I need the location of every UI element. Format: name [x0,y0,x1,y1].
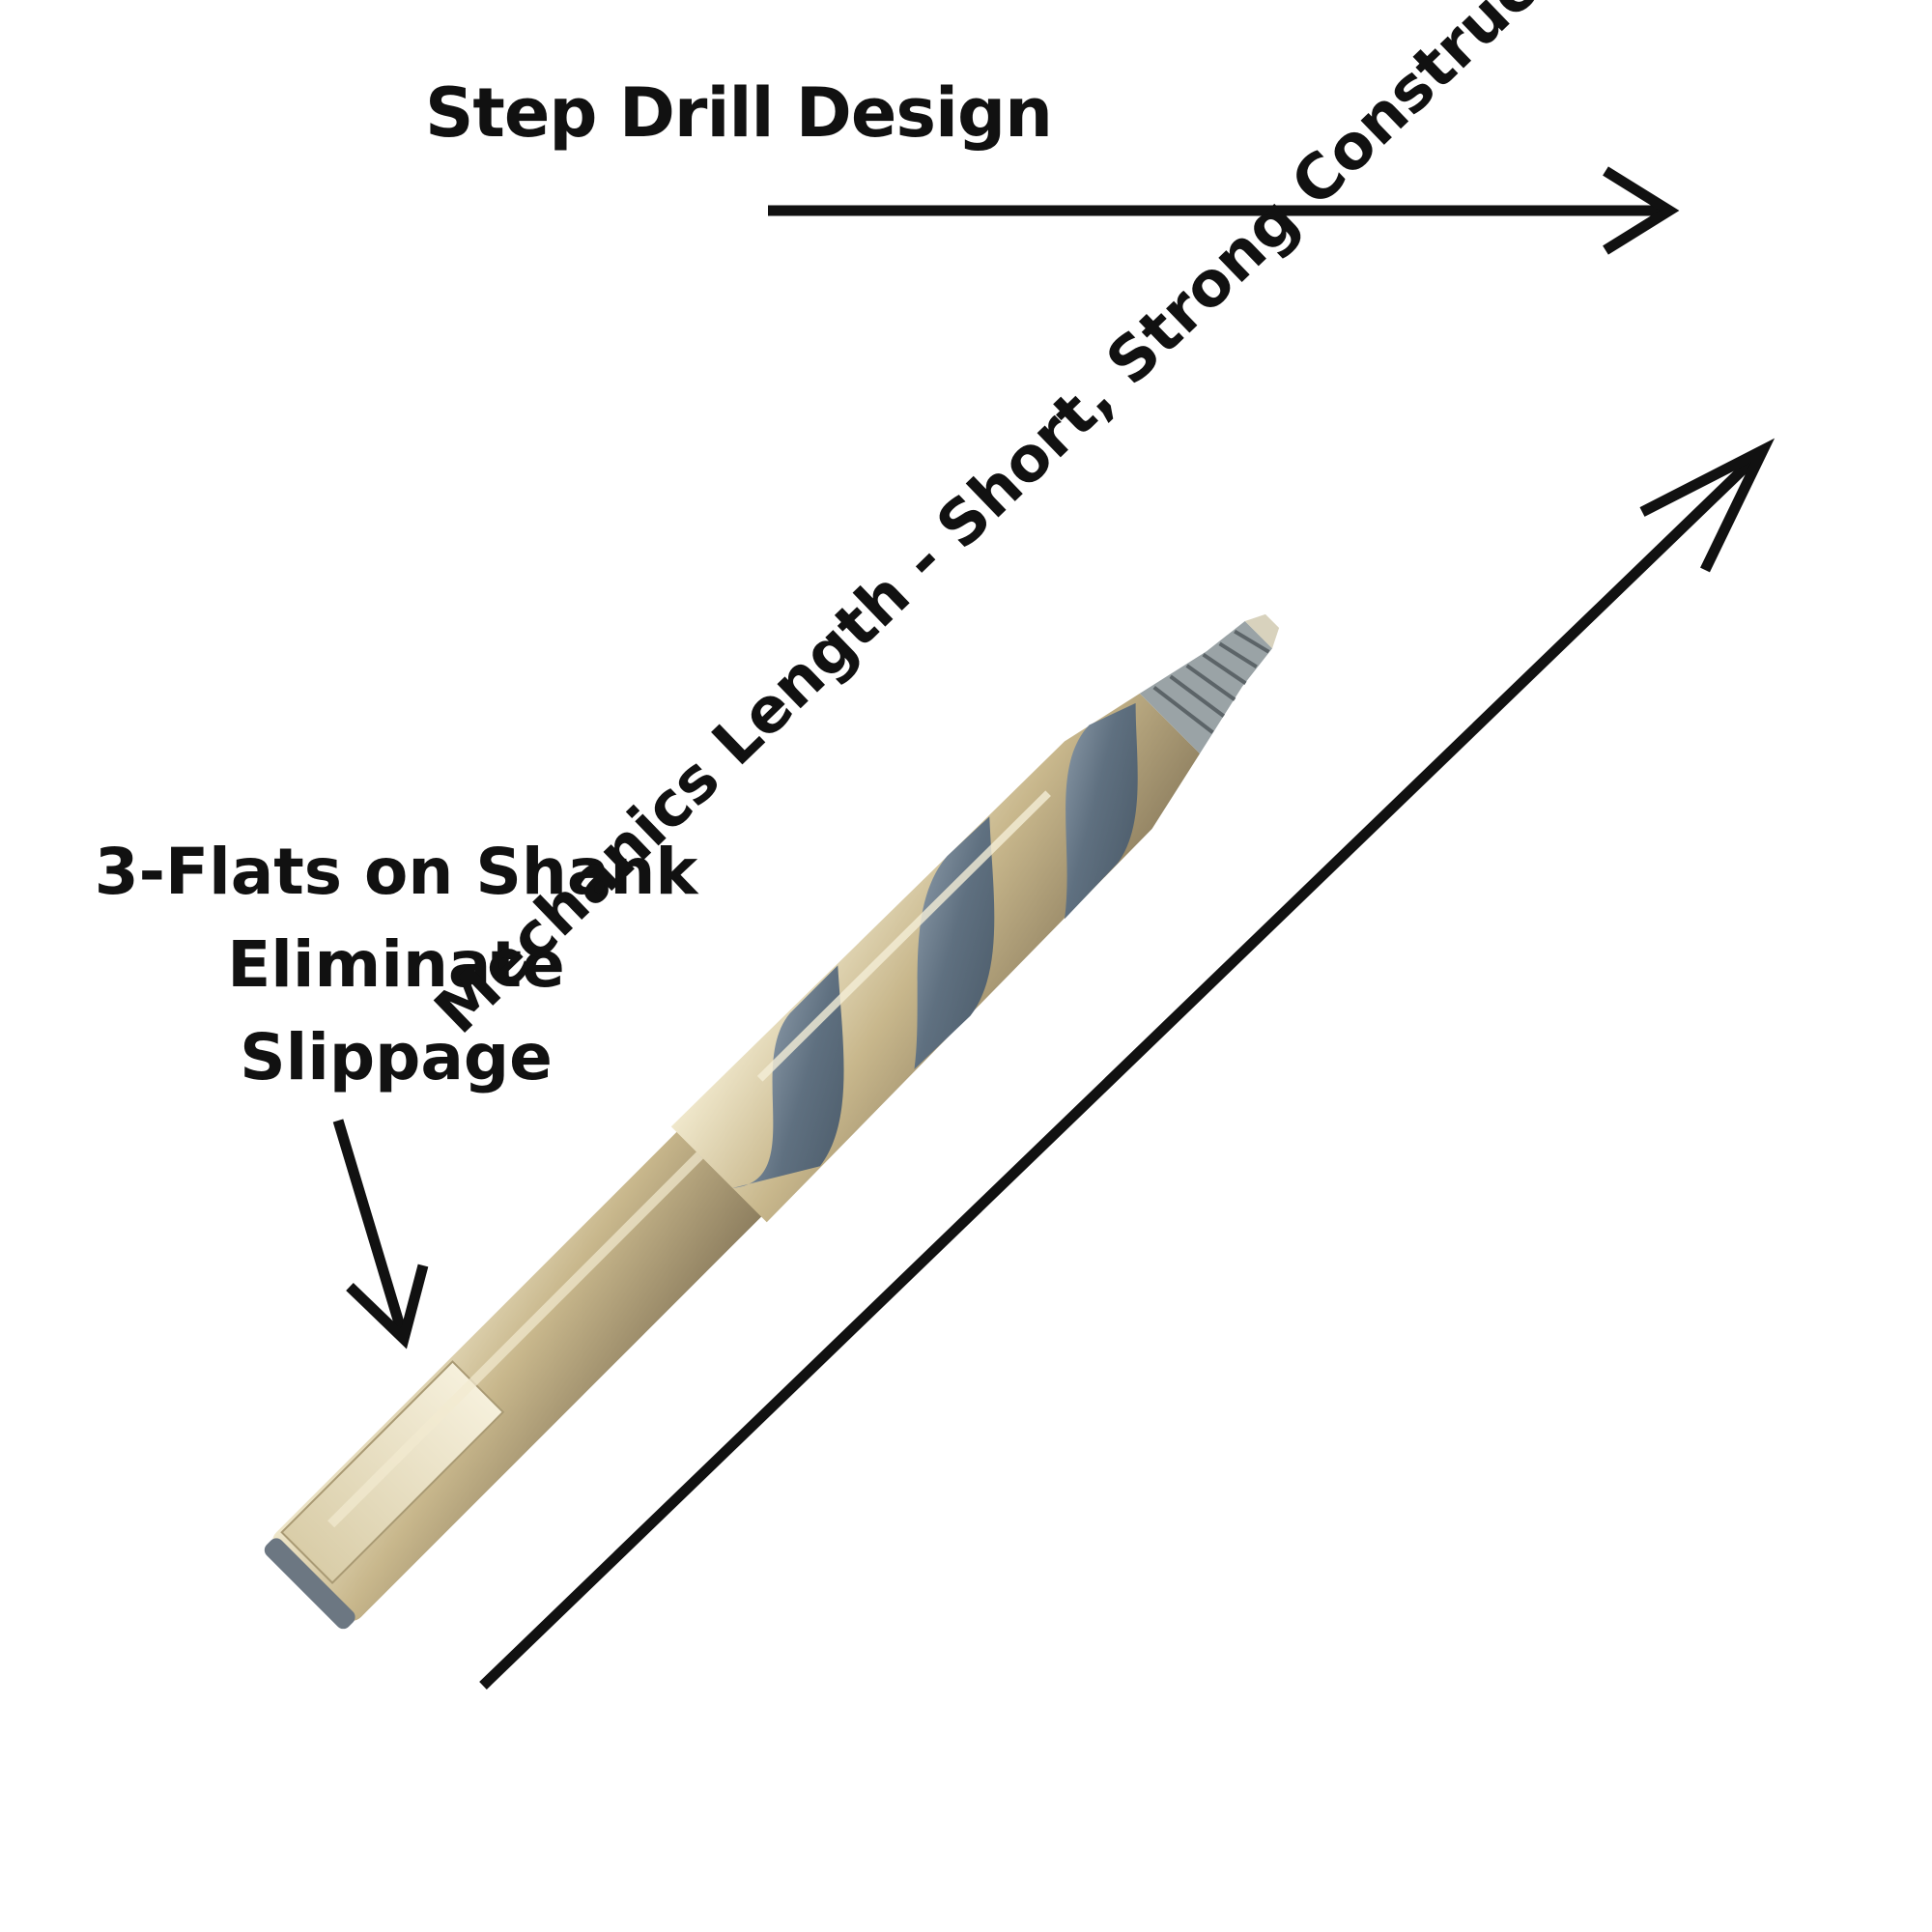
pilot-threads [1152,629,1270,734]
flats-label: 3-Flats on Shank Eliminate Slippage [39,826,753,1104]
shank-flat [280,1360,505,1584]
flute [1065,702,1138,920]
highlight [756,790,1051,1082]
tip-point [1244,613,1280,649]
flute [914,816,995,1069]
arrow-icon [332,1119,429,1350]
highlight [327,1151,704,1528]
flats-line3: Slippage [240,1020,553,1094]
flats-line2: Eliminate [227,927,565,1002]
flats-line1: 3-Flats on Shank [94,835,698,909]
arrow-icon [479,438,1776,1690]
drill-bit [264,613,1280,1630]
arrow-icon [768,166,1680,255]
step-drill-label: Step Drill Design [425,73,1053,153]
shank-end [264,1538,355,1630]
